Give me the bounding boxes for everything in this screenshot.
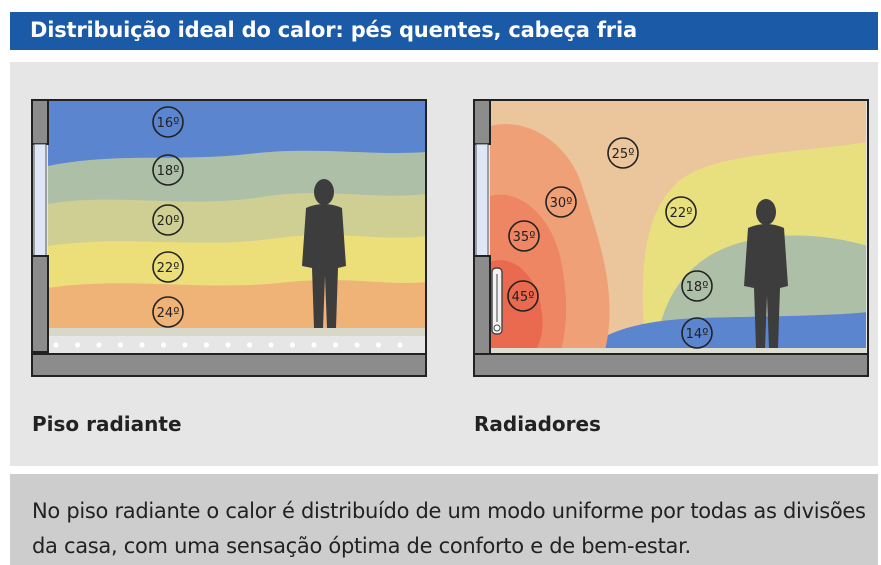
radiators-diagram: 25º 30º 22º 35º 18º 45º 14º [473,99,869,377]
temp-marker-16: 16º [152,106,184,138]
temp-marker-14: 14º [681,317,713,349]
svg-text:35º: 35º [513,230,536,245]
pipe-dot [332,342,339,348]
svg-text:16º: 16º [157,116,180,131]
pipe-dot [182,342,188,348]
svg-text:25º: 25º [612,147,635,162]
temp-marker-25: 25º [607,137,639,169]
title-banner: Distribuição ideal do calor: pés quentes… [10,12,878,50]
pipe-dot [246,342,253,348]
pipe-dot [203,342,210,348]
zone-14 [583,312,866,352]
pipe-dot [289,342,296,348]
pipe-dot [225,342,231,348]
pipe-dot [268,342,274,348]
svg-text:14º: 14º [686,327,709,342]
pipe-dot [375,342,382,348]
temp-marker-18: 18º [681,270,713,302]
temp-marker-22: 22º [665,196,697,228]
floor-line [490,348,866,354]
radiator [491,267,503,335]
pipe-dot [53,342,59,348]
floor-heating-label: Piso radiante [32,412,182,436]
svg-text:45º: 45º [512,290,535,305]
caption-text: No piso radiante o calor é distribuído d… [32,499,866,558]
temp-marker-20: 20º [152,204,184,236]
svg-text:22º: 22º [670,206,693,221]
zone-24 [48,280,426,336]
left-wall-bottom [31,255,49,353]
pipe-dot [139,342,145,348]
pipe-dot [96,342,102,348]
room-outline [31,99,427,377]
pipe-dot [397,342,403,348]
temp-marker-45: 45º [507,280,539,312]
person-silhouette [744,199,788,348]
svg-text:22º: 22º [157,261,180,276]
pipe-dot [354,342,360,348]
left-wall-top [31,99,49,145]
person-silhouette [302,179,346,328]
pipe-dot [117,342,124,348]
caption-box: No piso radiante o calor é distribuído d… [10,474,878,565]
svg-text:30º: 30º [550,196,573,211]
temp-marker-35: 35º [508,220,540,252]
floor-surface [48,328,426,336]
pipe-dot [311,342,317,348]
window [475,143,489,257]
floor-heating-diagram: 16º 18º 20º 22º 24º [31,99,427,377]
left-wall-bottom [473,255,491,355]
pipe-dot [160,342,167,348]
pipe-dot [74,342,81,348]
radiators-label: Radiadores [474,412,601,436]
page-title: Distribuição ideal do calor: pés quentes… [30,18,637,42]
floor-slab [31,353,427,377]
temp-marker-24: 24º [152,296,184,328]
heating-pipe-dots [53,342,403,348]
temp-marker-18: 18º [152,154,184,186]
svg-text:18º: 18º [686,280,709,295]
left-wall-top [473,99,491,145]
window [33,143,47,257]
temp-marker-22: 22º [152,251,184,283]
room-outline [473,99,869,377]
svg-text:18º: 18º [157,164,180,179]
temp-marker-30: 30º [545,186,577,218]
floor-slab [473,353,869,377]
svg-text:24º: 24º [157,306,180,321]
svg-text:20º: 20º [157,214,180,229]
heating-pipe-layer [48,336,426,354]
